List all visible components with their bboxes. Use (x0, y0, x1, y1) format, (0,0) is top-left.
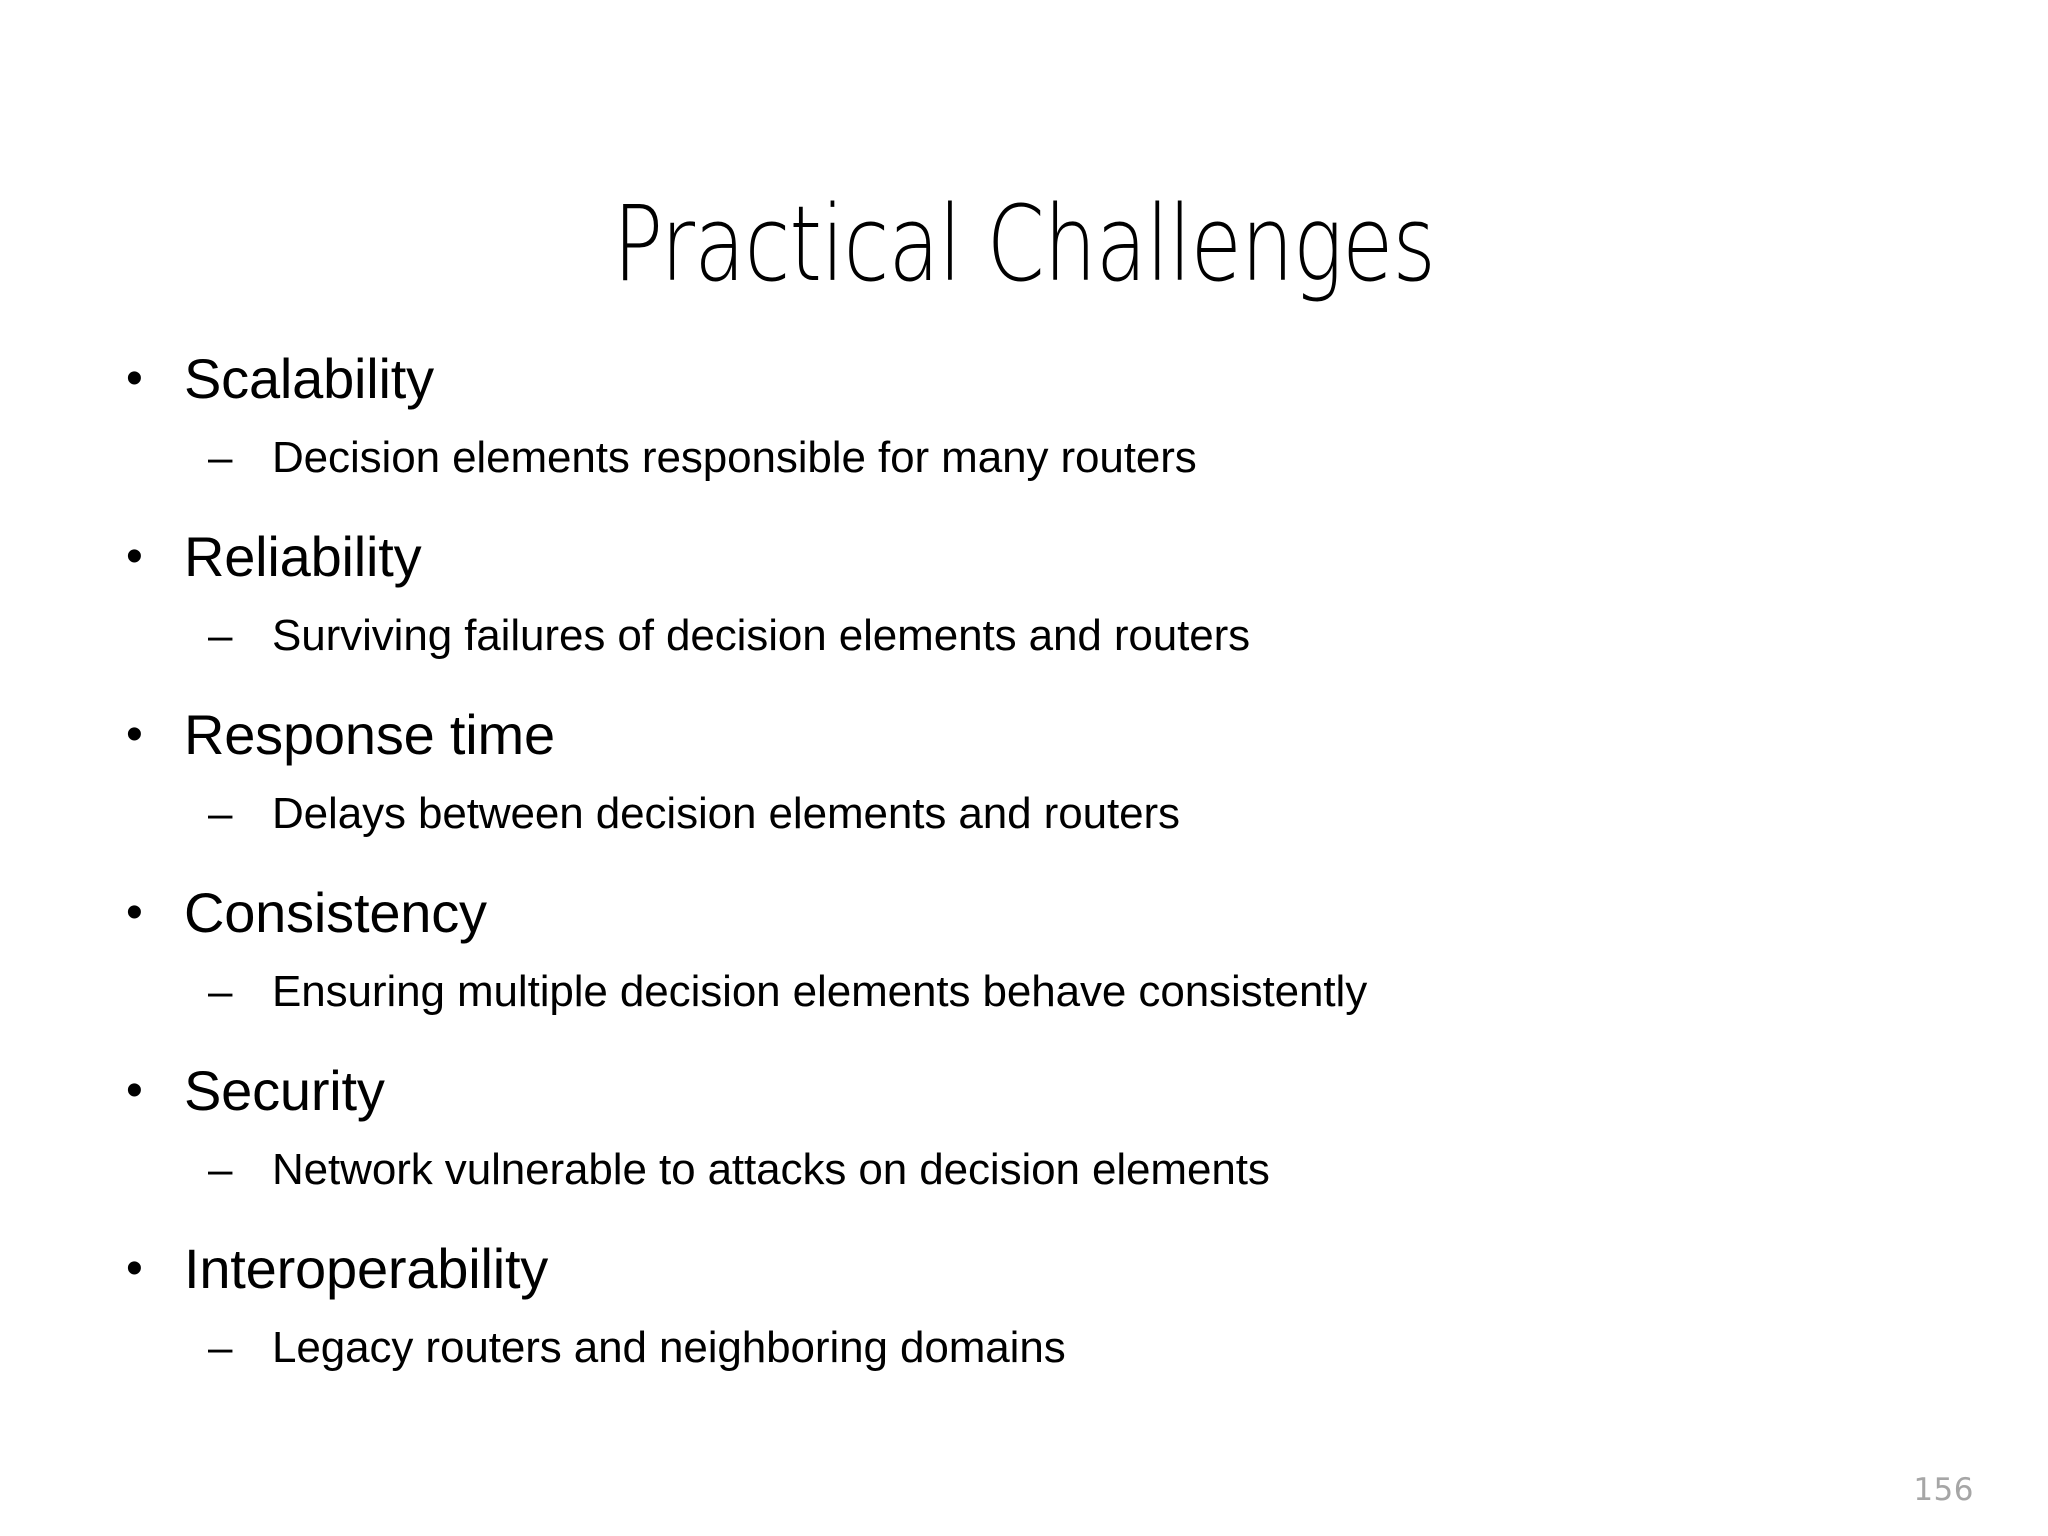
sub-bullet-label: Network vulnerable to attacks on decisio… (272, 1145, 1270, 1194)
bullet-label: Security (184, 1059, 385, 1122)
sub-bullet-dash-icon: – (208, 789, 233, 838)
slide-page-number: 156 (1913, 1472, 1974, 1508)
slide-title: Practical Challenges (612, 182, 1436, 305)
bullet-item-response-time: • Response time (108, 696, 1968, 774)
sub-bullet-item-response-time: – Delays between decision elements and r… (108, 778, 1968, 850)
sub-bullet-label: Decision elements responsible for many r… (272, 433, 1197, 482)
bullet-label: Consistency (184, 881, 487, 944)
bullet-item-scalability: • Scalability (108, 340, 1968, 418)
sub-bullet-dash-icon: – (208, 1323, 233, 1372)
bullet-label: Interoperability (184, 1237, 549, 1300)
bullet-label: Scalability (184, 347, 434, 410)
sub-bullet-item-security: – Network vulnerable to attacks on decis… (108, 1134, 1968, 1206)
sub-bullet-label: Ensuring multiple decision elements beha… (272, 967, 1368, 1016)
sub-bullet-item-interoperability: – Legacy routers and neighboring domains (108, 1312, 1968, 1384)
sub-bullet-label: Surviving failures of decision elements … (272, 611, 1251, 660)
sub-bullet-dash-icon: – (208, 611, 233, 660)
sub-bullet-item-scalability: – Decision elements responsible for many… (108, 422, 1968, 494)
bullet-dot-icon: • (126, 1064, 143, 1117)
bullet-item-reliability: • Reliability (108, 518, 1968, 596)
bullet-item-interoperability: • Interoperability (108, 1230, 1968, 1308)
bullet-dot-icon: • (126, 352, 143, 405)
sub-bullet-dash-icon: – (208, 433, 233, 482)
sub-bullet-dash-icon: – (208, 967, 233, 1016)
slide-body-bullet-list: • Scalability – Decision elements respon… (108, 340, 1968, 1408)
bullet-dot-icon: • (126, 708, 143, 761)
bullet-item-consistency: • Consistency (108, 874, 1968, 952)
sub-bullet-dash-icon: – (208, 1145, 233, 1194)
bullet-dot-icon: • (126, 530, 143, 583)
sub-bullet-item-reliability: – Surviving failures of decision element… (108, 600, 1968, 672)
sub-bullet-label: Delays between decision elements and rou… (272, 789, 1180, 838)
bullet-label: Reliability (184, 525, 422, 588)
bullet-item-security: • Security (108, 1052, 1968, 1130)
sub-bullet-item-consistency: – Ensuring multiple decision elements be… (108, 956, 1968, 1028)
bullet-label: Response time (184, 703, 555, 766)
sub-bullet-label: Legacy routers and neighboring domains (272, 1323, 1066, 1372)
bullet-dot-icon: • (126, 886, 143, 939)
bullet-dot-icon: • (126, 1242, 143, 1295)
